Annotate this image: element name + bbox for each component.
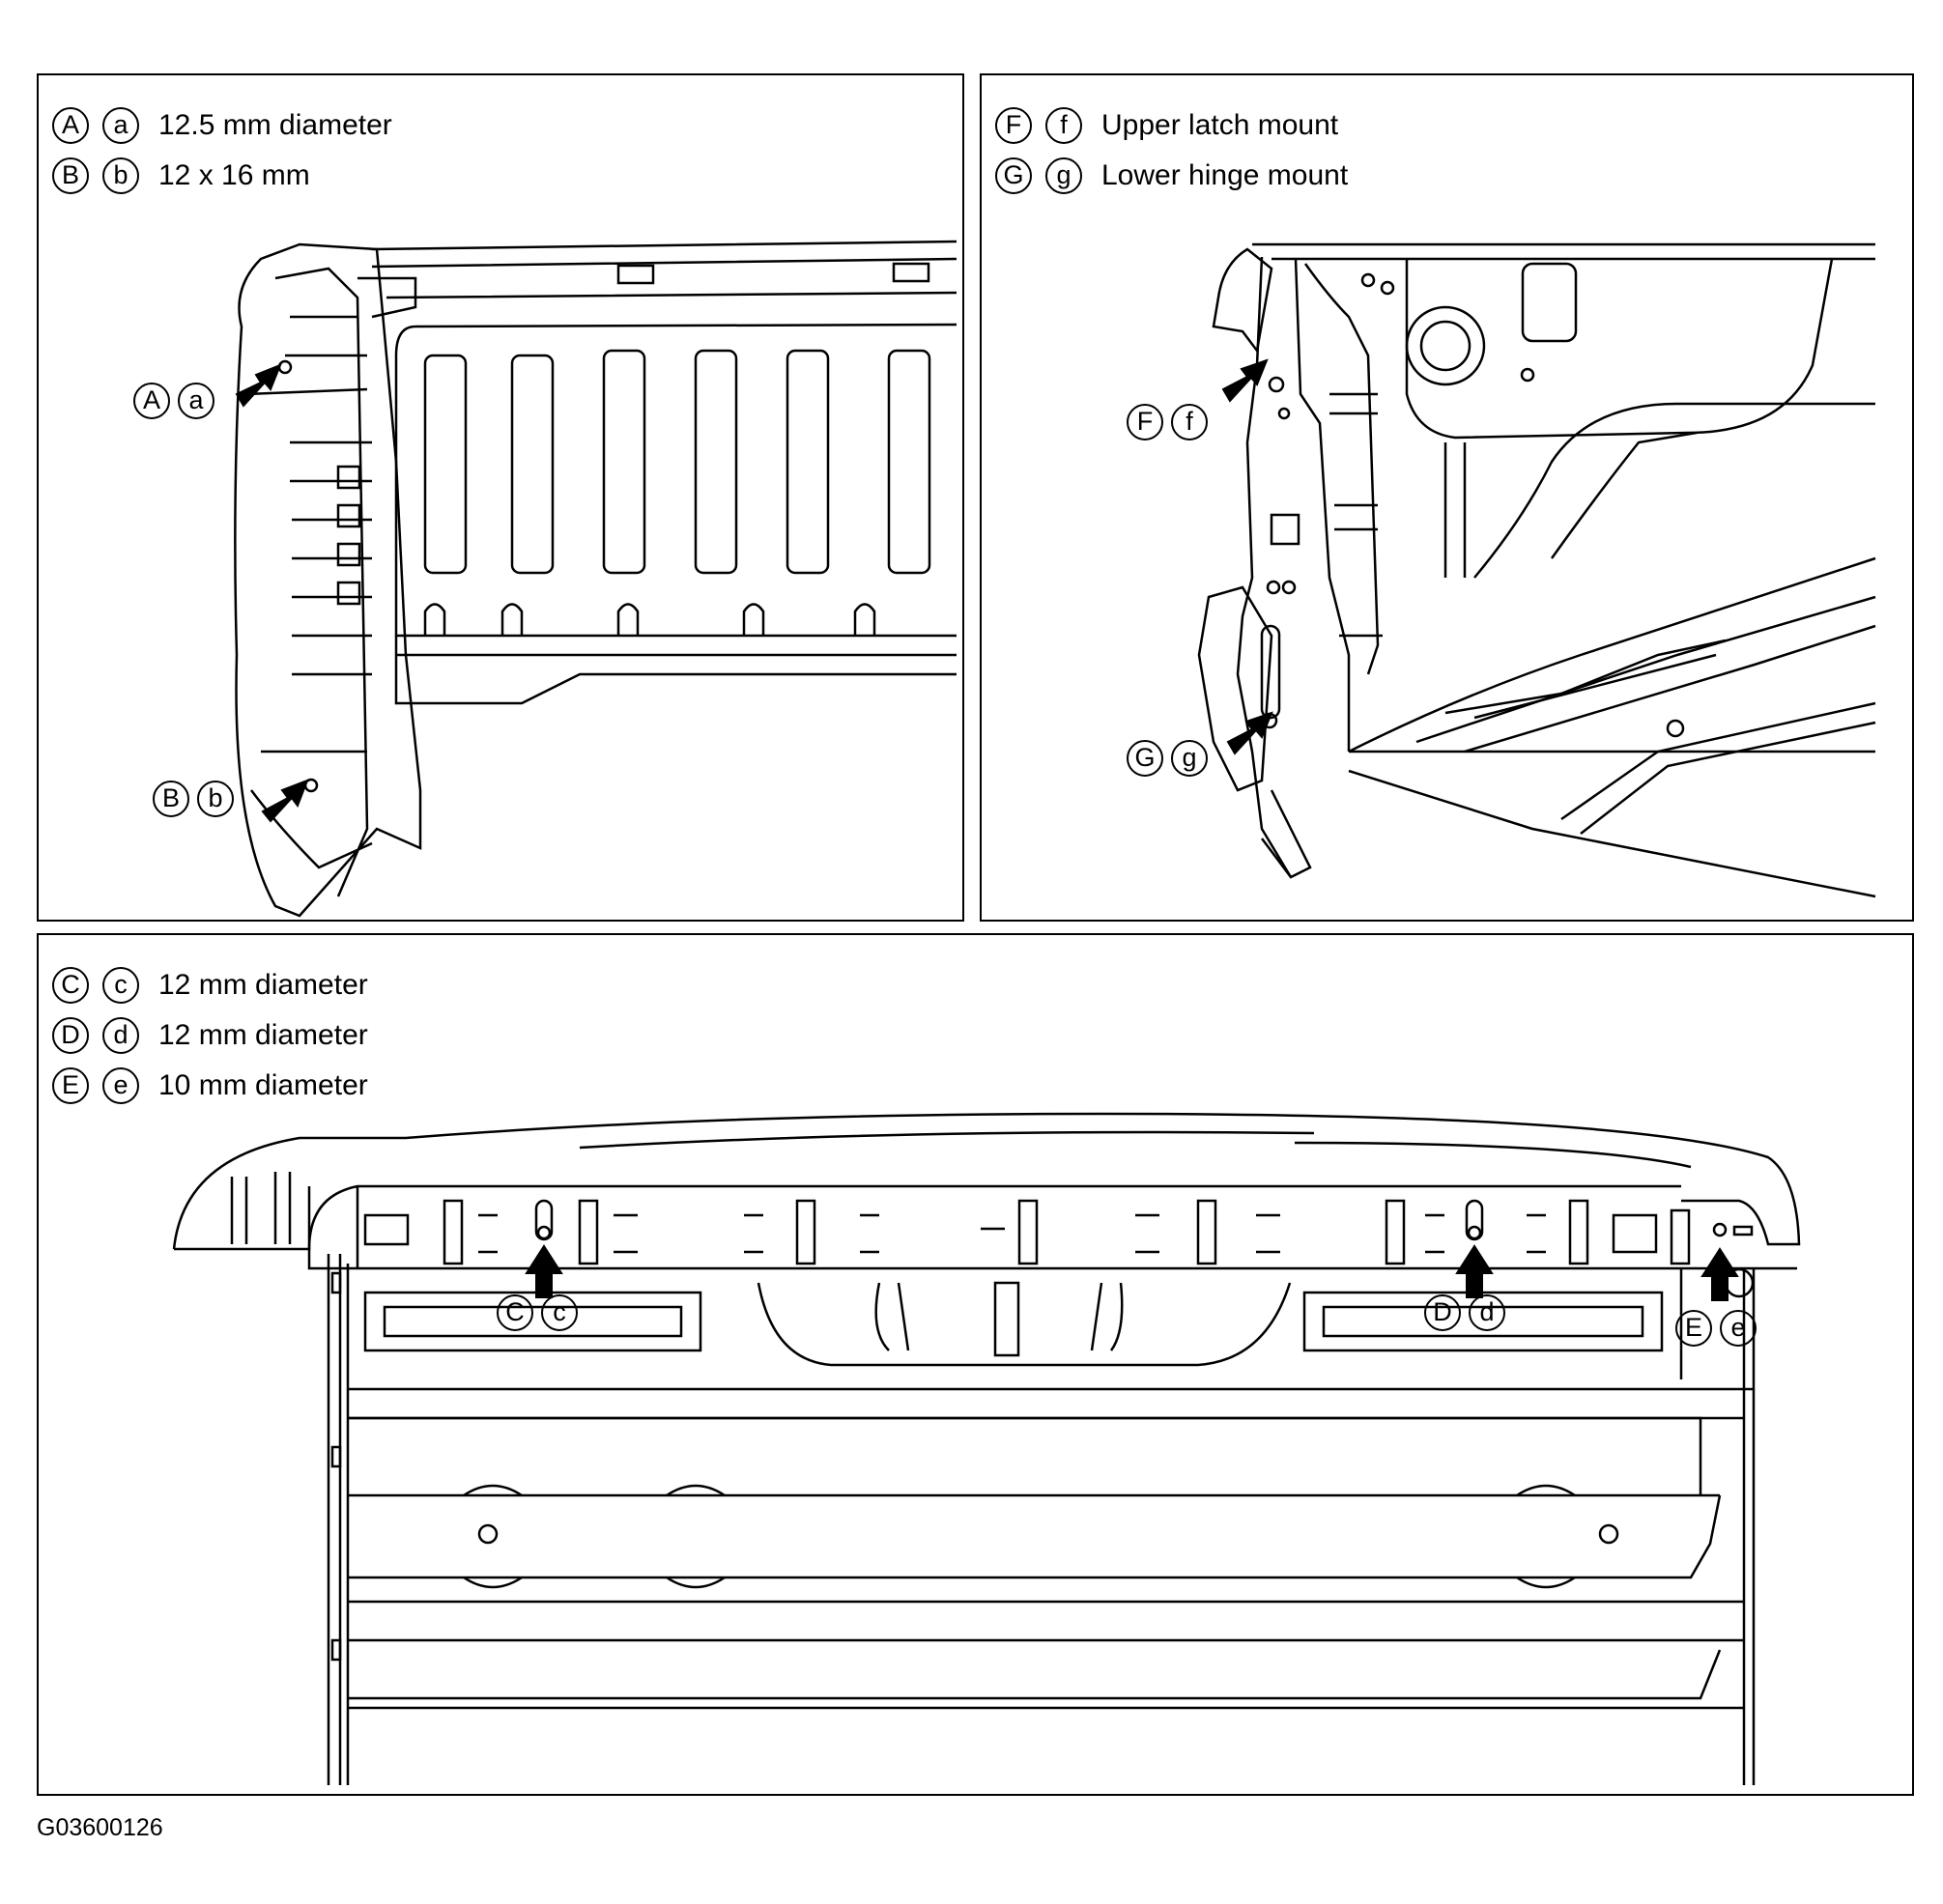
callout-circle-lower: g bbox=[1045, 157, 1082, 194]
legend-text: 12 mm diameter bbox=[158, 1019, 368, 1051]
legend-text: 12.5 mm diameter bbox=[158, 109, 392, 141]
callout-circle-upper: A bbox=[133, 383, 170, 419]
tailgate-end-drawing bbox=[234, 240, 957, 918]
callout-circle-upper: F bbox=[1127, 404, 1163, 440]
callout-g: G g bbox=[1127, 740, 1208, 777]
callout-b: B b bbox=[153, 781, 234, 817]
legend-text: 12 mm diameter bbox=[158, 969, 368, 1001]
legend-row-b: B b 12 x 16 mm bbox=[52, 151, 392, 201]
callout-circle-upper: D bbox=[52, 1017, 89, 1054]
callout-circle-upper: G bbox=[1127, 740, 1163, 777]
callout-circle-upper: C bbox=[497, 1294, 533, 1331]
callout-circle-lower: a bbox=[178, 383, 214, 419]
legend-text: 10 mm diameter bbox=[158, 1069, 368, 1101]
legend-text: 12 x 16 mm bbox=[158, 159, 310, 191]
callout-circle-upper: E bbox=[1675, 1310, 1712, 1347]
panel-tailgate-rear-view: C c 12 mm diameter D d 12 mm diameter E … bbox=[37, 933, 1914, 1796]
panel-bed-corner-view: F f Upper latch mount G g Lower hinge mo… bbox=[980, 73, 1914, 922]
callout-circle-lower: c bbox=[541, 1294, 578, 1331]
callout-circle-lower: e bbox=[1720, 1310, 1757, 1347]
legend-row-g: G g Lower hinge mount bbox=[995, 151, 1348, 201]
callout-circle-upper: G bbox=[995, 157, 1032, 194]
callout-f: F f bbox=[1127, 404, 1208, 440]
legend-row-a: A a 12.5 mm diameter bbox=[52, 100, 392, 151]
callout-circle-lower: e bbox=[102, 1067, 139, 1104]
callout-circle-lower: g bbox=[1171, 740, 1208, 777]
callout-circle-upper: D bbox=[1424, 1294, 1461, 1331]
callout-circle-lower: d bbox=[102, 1017, 139, 1054]
legend-text: Lower hinge mount bbox=[1101, 159, 1349, 191]
callout-circle-lower: a bbox=[102, 107, 139, 144]
legend-cde: C c 12 mm diameter D d 12 mm diameter E … bbox=[52, 960, 368, 1111]
callout-c: C c bbox=[497, 1294, 578, 1331]
callout-circle-upper: B bbox=[153, 781, 189, 817]
callout-a: A a bbox=[133, 383, 214, 419]
legend-row-d: D d 12 mm diameter bbox=[52, 1010, 368, 1061]
callout-circle-lower: d bbox=[1469, 1294, 1505, 1331]
legend-fg: F f Upper latch mount G g Lower hinge mo… bbox=[995, 100, 1348, 201]
legend-row-f: F f Upper latch mount bbox=[995, 100, 1348, 151]
callout-circle-lower: f bbox=[1045, 107, 1082, 144]
legend-text: Upper latch mount bbox=[1101, 109, 1339, 141]
callout-circle-lower: f bbox=[1171, 404, 1208, 440]
legend-row-e: E e 10 mm diameter bbox=[52, 1061, 368, 1111]
bed-corner-drawing bbox=[1197, 242, 1876, 898]
legend-row-c: C c 12 mm diameter bbox=[52, 960, 368, 1010]
callout-circle-lower: b bbox=[197, 781, 234, 817]
callout-e: E e bbox=[1675, 1310, 1757, 1347]
callout-circle-upper: A bbox=[52, 107, 89, 144]
callout-circle-lower: c bbox=[102, 967, 139, 1004]
callout-circle-upper: C bbox=[52, 967, 89, 1004]
callout-circle-upper: B bbox=[52, 157, 89, 194]
callout-d: D d bbox=[1424, 1294, 1505, 1331]
tailgate-rear-drawing bbox=[172, 1112, 1801, 1785]
figure-id: G03600126 bbox=[37, 1814, 163, 1841]
legend-ab: A a 12.5 mm diameter B b 12 x 16 mm bbox=[52, 100, 392, 201]
panel-tailgate-end-view: A a 12.5 mm diameter B b 12 x 16 mm A a … bbox=[37, 73, 964, 922]
callout-circle-upper: E bbox=[52, 1067, 89, 1104]
callout-circle-upper: F bbox=[995, 107, 1032, 144]
callout-circle-lower: b bbox=[102, 157, 139, 194]
